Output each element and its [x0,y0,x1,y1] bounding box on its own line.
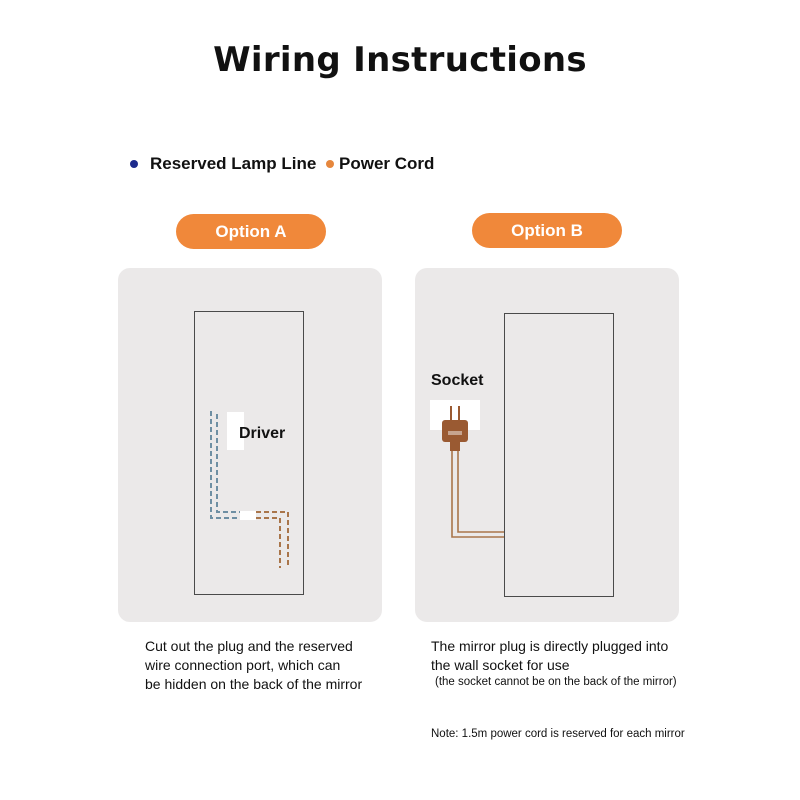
plug-icon [442,406,468,451]
driver-label: Driver [239,425,286,442]
note: Note: 1.5m power cord is reserved for ea… [431,728,685,740]
caption-line: Cut out the plug and the reserved [145,638,353,654]
option-b-badge: Option B [472,213,622,248]
lamp-line-dot [130,160,138,168]
mirror-outline [194,311,304,595]
option-b-caption: The mirror plug is directly plugged into… [431,637,711,690]
legend-item-lamp-line: Reserved Lamp Line [130,154,316,174]
legend-item-power-cord: Power Cord [326,154,434,174]
socket-label: Socket [431,372,484,389]
legend-label: Reserved Lamp Line [150,154,317,173]
page-title: Wiring Instructions [213,40,587,80]
option-a-wiring [210,411,289,568]
option-a-panel: Driver [118,268,382,622]
option-a-caption: Cut out the plug and the reserved wire c… [145,637,385,694]
caption-line: the wall socket for use [431,657,570,673]
reserved-lamp-line [210,411,240,519]
caption-line: The mirror plug is directly plugged into [431,638,669,654]
power-cord-line [256,511,289,568]
caption-line: be hidden on the back of the mirror [145,676,363,692]
option-b-panel: Socket [415,268,679,622]
power-cord-line [451,450,504,538]
legend-label: Power Cord [339,154,435,173]
mirror-outline [504,313,614,597]
driver-box [227,412,244,450]
power-cord-dot [326,160,334,168]
caption-line: wire connection port, which can [145,657,341,673]
option-b-wiring [442,406,504,538]
caption-sub: (the socket cannot be on the back of the… [435,676,677,688]
option-a-badge: Option A [176,214,326,249]
connector-block [240,511,256,520]
